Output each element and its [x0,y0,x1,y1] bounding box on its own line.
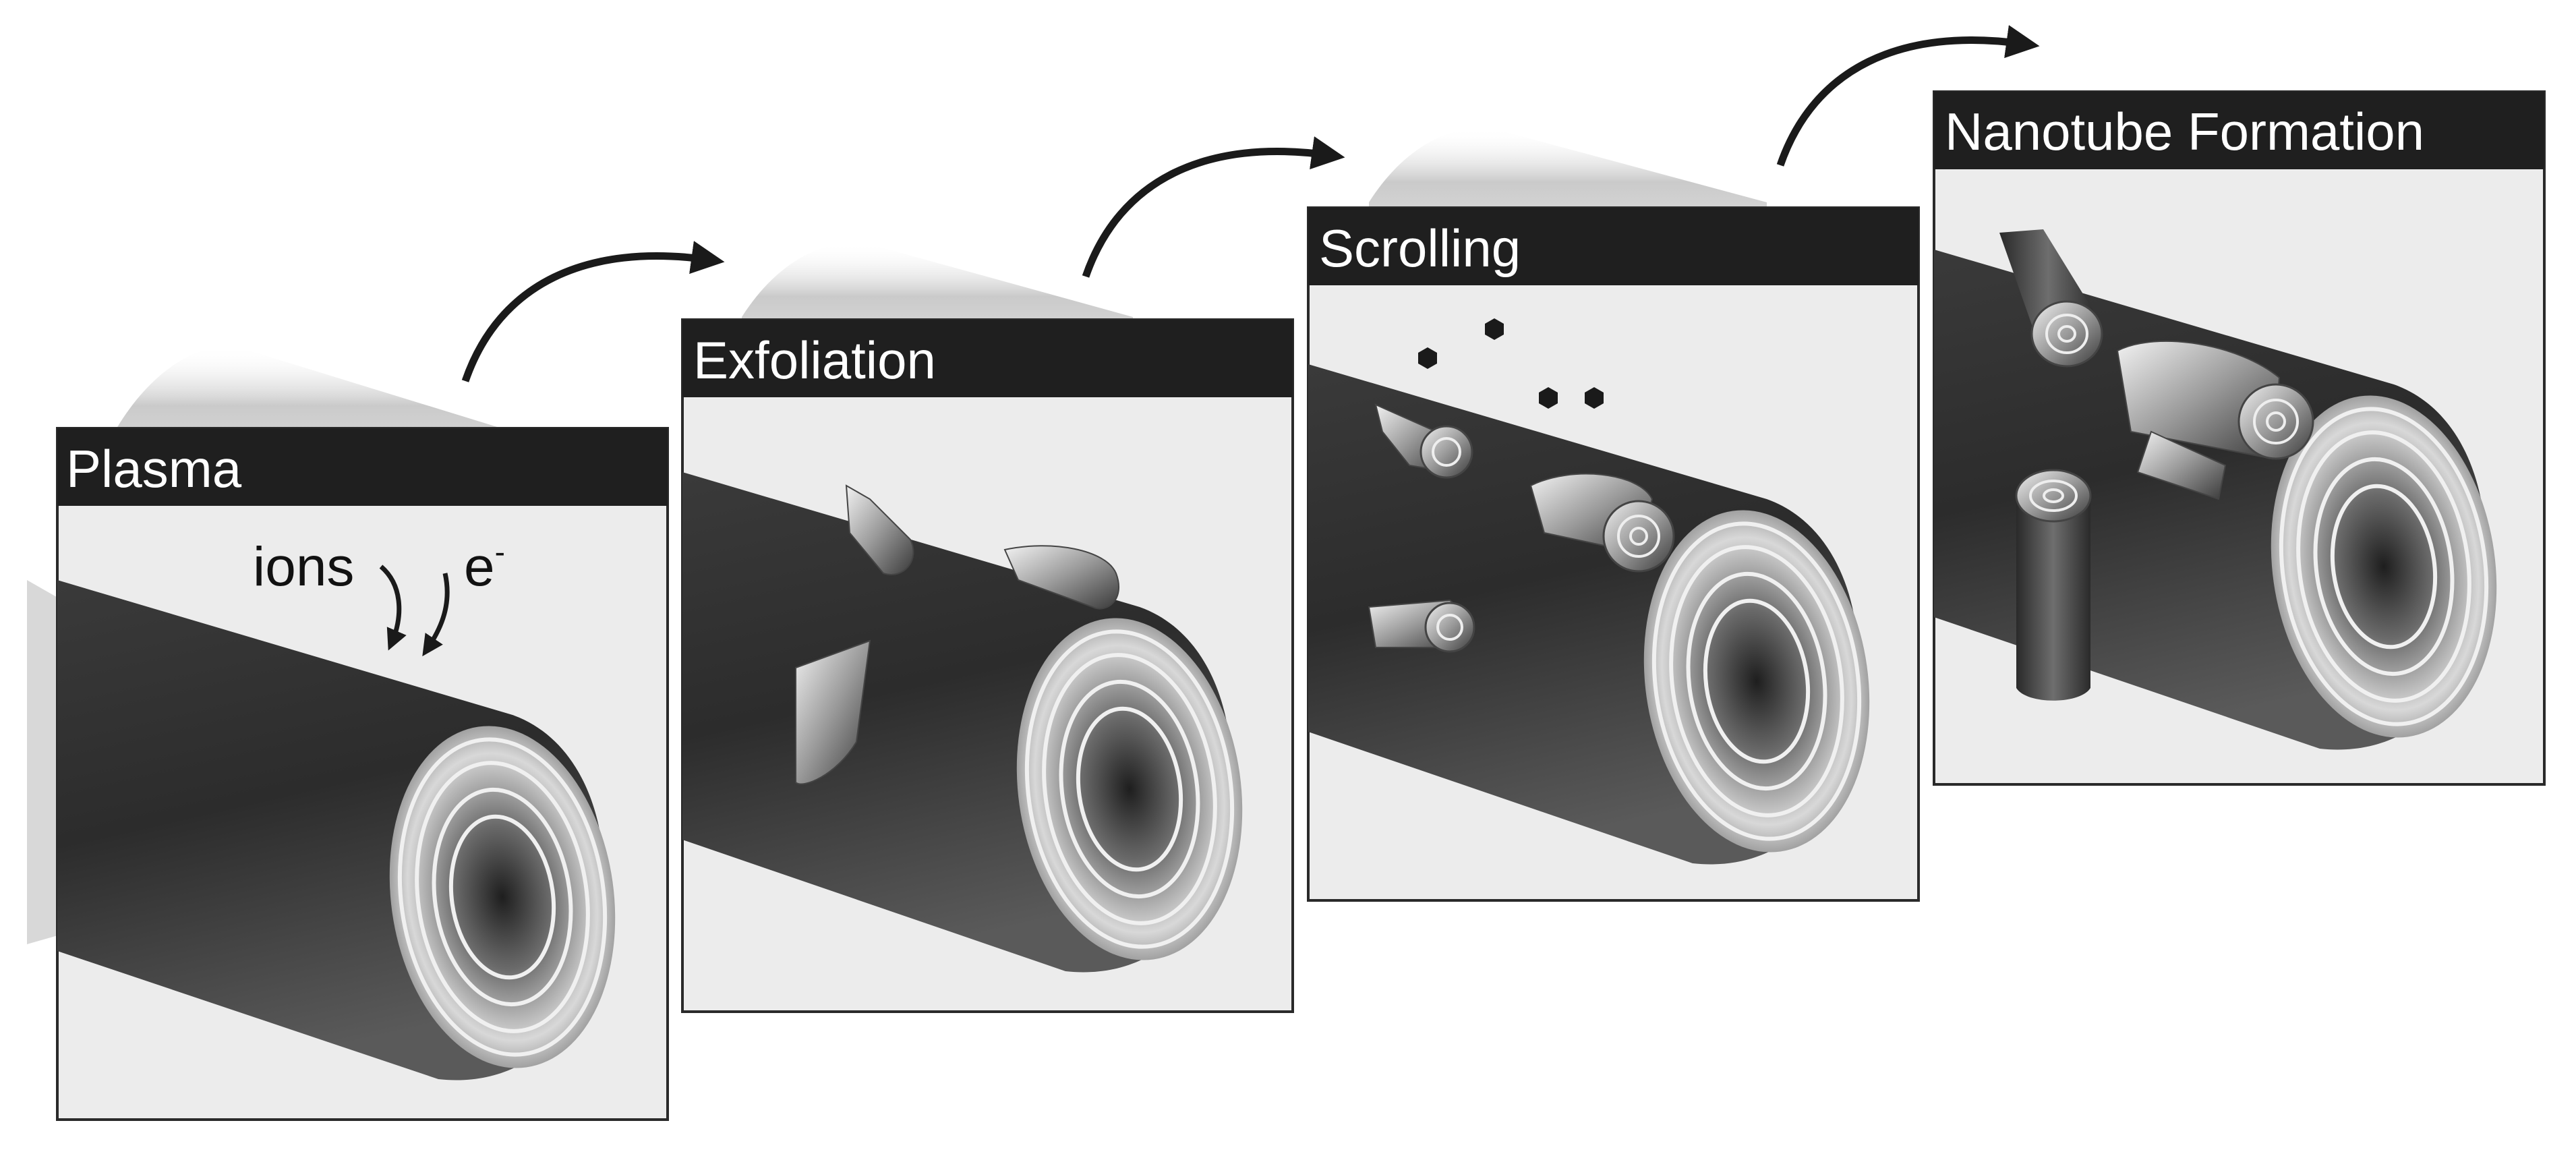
exfoliation-illustration [682,472,1243,973]
scroll-curl-icon [1529,473,1675,573]
formed-nanotube-diagonal [1999,229,2103,368]
scroll-curl-icon [795,639,871,785]
scroll-curl-icon [2116,340,2314,500]
panel-exfoliation: Exfoliation [681,318,1294,1013]
scrolling-illustration [1308,318,1870,865]
hexagon-particle-icon [1485,318,1504,340]
electron-label: e- [464,534,505,598]
scroll-curl-icon [1374,403,1473,479]
process-arrow-icon [461,241,725,382]
scroll-curl-icon [1368,599,1475,653]
process-arrow-icon [1776,25,2040,167]
panel-title-nanotube-formation: Nanotube Formation [1945,102,2424,161]
panel-scrolling: Scrolling [1307,206,1920,902]
ion-arrow-icon [379,565,407,651]
process-arrows [461,25,2040,382]
process-arrow-icon [1082,136,1345,278]
panel-nanotube-formation: Nanotube Formation [1933,90,2546,786]
hexagon-particle-icon [1539,387,1558,409]
ions-label: ions [253,536,354,598]
panel-title-plasma: Plasma [66,439,242,498]
hexagon-particle-icon [1418,347,1437,369]
hexagon-particle-icon [1585,387,1604,409]
panel-title-scrolling: Scrolling [1319,219,1521,278]
panel-title-exfoliation: Exfoliation [693,330,936,390]
panel-plasma: ions e- Plasma [56,427,669,1121]
nanotube-illustration [1934,229,2497,750]
formed-nanotube-vertical [2015,469,2092,701]
electron-arrow-icon [422,573,450,657]
scroll-curl-icon [1003,545,1120,610]
plasma-illustration: ions e- [57,534,616,1080]
scroll-curl-icon [845,484,914,575]
